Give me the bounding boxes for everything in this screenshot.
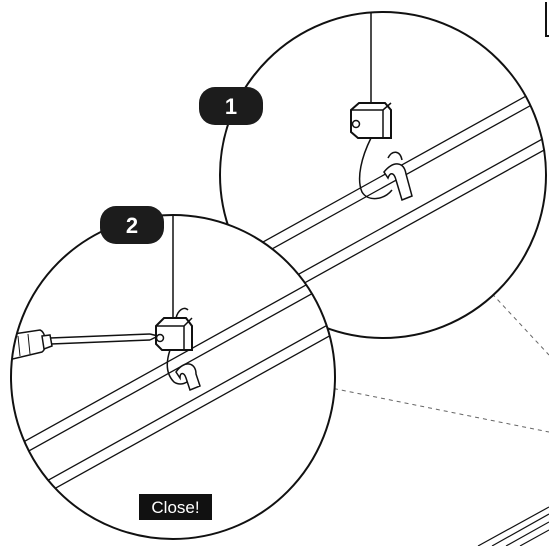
step-number-2: 2 [126,213,138,238]
close-label-badge: Close! [139,494,212,520]
detail-2-circle [11,215,335,539]
rail-background [477,506,549,546]
set-screw-2 [155,333,165,343]
step-badge-2: 2 [100,206,164,244]
set-screw-1 [351,119,361,129]
gripper-2 [155,307,193,351]
step-number-1: 1 [225,94,237,119]
step-badge-1: 1 [199,87,263,125]
gripper-1 [350,102,392,139]
close-label: Close! [151,498,199,517]
edge-fragment [545,2,549,37]
hook-clip-1 [383,163,413,202]
hook-clip-2 [175,363,201,391]
